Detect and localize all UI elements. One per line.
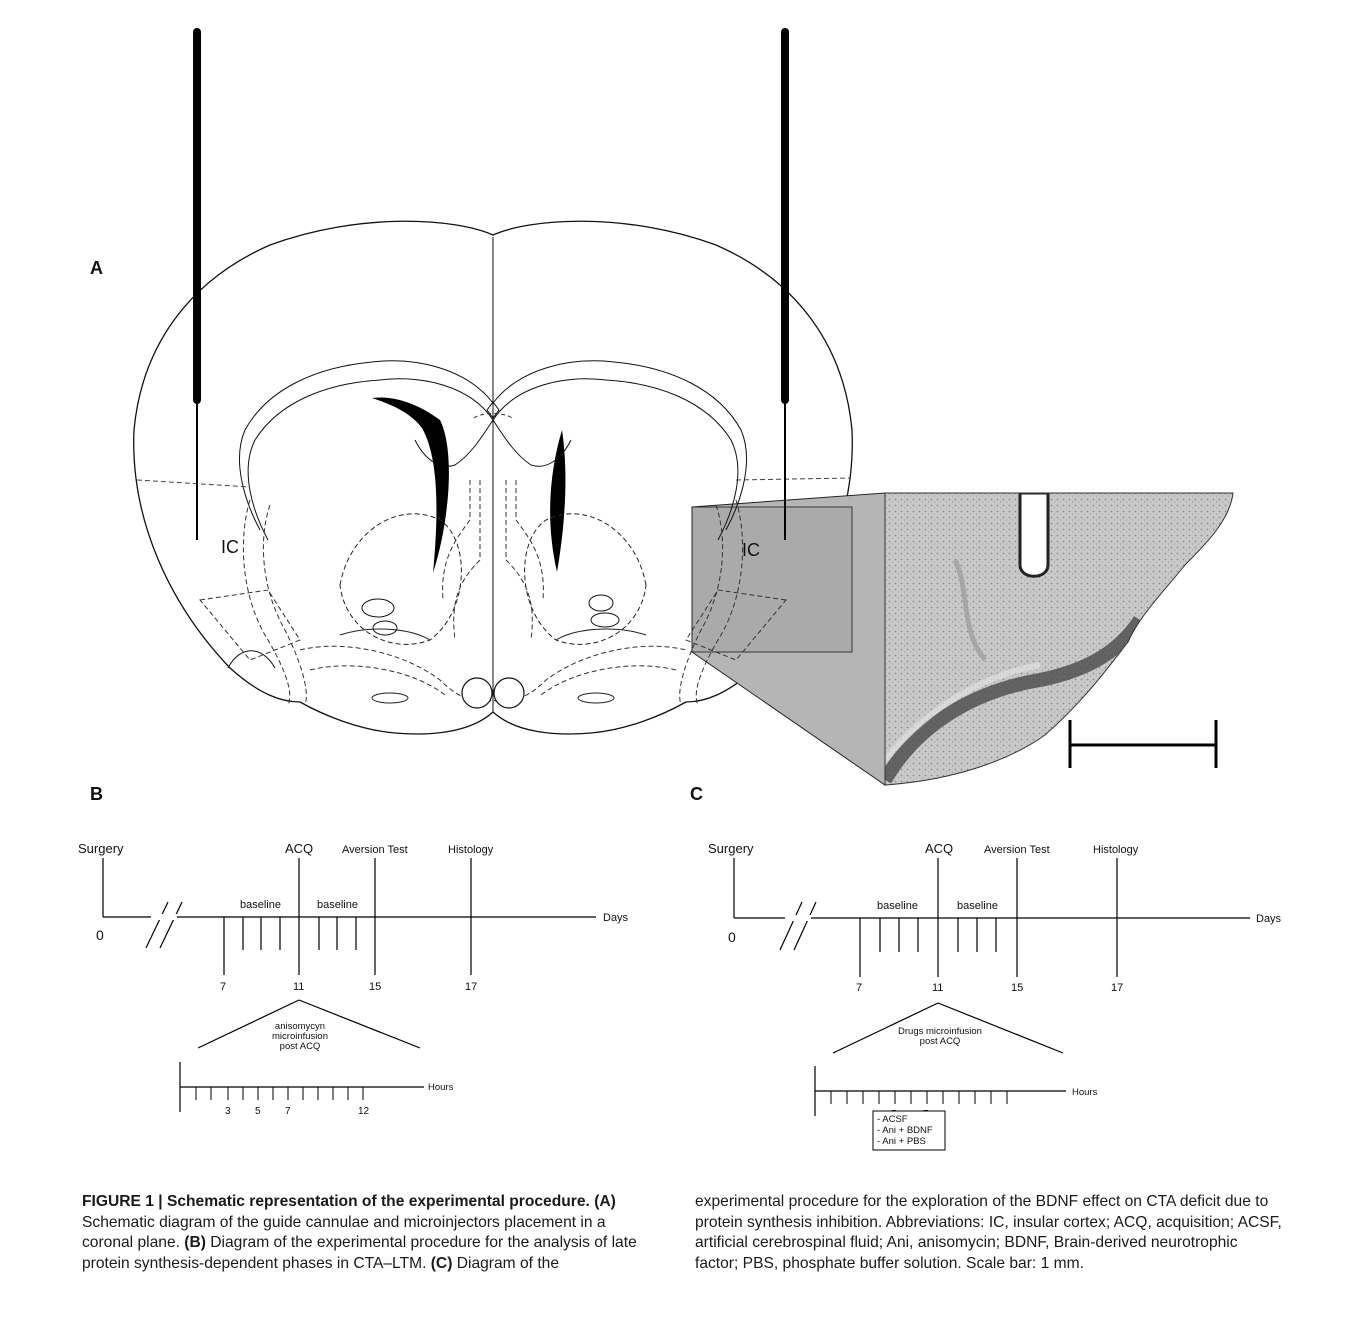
- c-hours-label: Hours: [1072, 1087, 1098, 1098]
- caption-c-label: (C): [431, 1255, 453, 1272]
- b-aversion-label: Aversion Test: [342, 844, 408, 856]
- c-day-15: 15: [1011, 982, 1023, 994]
- caption-title: FIGURE 1 | Schematic representation of t…: [82, 1193, 590, 1210]
- b-baseline-2: baseline: [317, 899, 358, 911]
- c-day-11: 11: [932, 982, 943, 994]
- c-group-3: - Ani + PBS: [877, 1136, 926, 1147]
- panel-b-timeline: Surgery ACQ Aversion Test Histology base…: [0, 820, 660, 1120]
- b-infusion-line-3: post ACQ: [280, 1041, 321, 1052]
- c-group-2: - Ani + BDNF: [877, 1125, 933, 1136]
- b-day-0: 0: [96, 927, 104, 943]
- c-day-17: 17: [1111, 982, 1123, 994]
- b-day-11: 11: [293, 981, 304, 993]
- b-day-15: 15: [369, 981, 381, 993]
- b-hour-7: 7: [285, 1106, 291, 1117]
- b-surgery-label: Surgery: [78, 841, 124, 856]
- b-day-7: 7: [220, 981, 226, 993]
- caption-c-text: Diagram of the: [452, 1255, 559, 1272]
- c-day-0: 0: [728, 929, 736, 945]
- c-infusion-line-2: post ACQ: [920, 1036, 961, 1047]
- c-days-label: Days: [1256, 913, 1282, 925]
- b-acq-label: ACQ: [285, 841, 313, 856]
- ic-label-left: IC: [221, 537, 239, 557]
- b-baseline-1: baseline: [240, 899, 281, 911]
- caption-left-column: FIGURE 1 | Schematic representation of t…: [82, 1192, 652, 1274]
- c-aversion-label: Aversion Test: [984, 844, 1050, 856]
- caption-a-label: (A): [594, 1193, 616, 1210]
- b-histology-label: Histology: [448, 844, 494, 856]
- ic-label-right: IC: [742, 540, 760, 560]
- panel-c-timeline: Surgery ACQ Aversion Test Histology base…: [690, 820, 1350, 1160]
- c-day-7: 7: [856, 982, 862, 994]
- b-hour-12: 12: [358, 1106, 370, 1117]
- c-group-1: - ACSF: [877, 1114, 908, 1125]
- b-day-17: 17: [465, 981, 477, 993]
- c-baseline-1: baseline: [877, 900, 918, 912]
- b-hours-label: Hours: [428, 1082, 454, 1093]
- caption-right-column: experimental procedure for the explorati…: [695, 1192, 1285, 1274]
- b-days-label: Days: [603, 912, 629, 924]
- scale-bar: [1070, 720, 1216, 768]
- c-acq-label: ACQ: [925, 841, 953, 856]
- c-surgery-label: Surgery: [708, 841, 754, 856]
- caption-b-label: (B): [184, 1234, 206, 1251]
- c-baseline-2: baseline: [957, 900, 998, 912]
- b-hour-5: 5: [255, 1106, 261, 1117]
- b-hour-3: 3: [225, 1106, 231, 1117]
- panel-a-brain-diagram: IC IC: [0, 0, 1355, 800]
- c-histology-label: Histology: [1093, 844, 1139, 856]
